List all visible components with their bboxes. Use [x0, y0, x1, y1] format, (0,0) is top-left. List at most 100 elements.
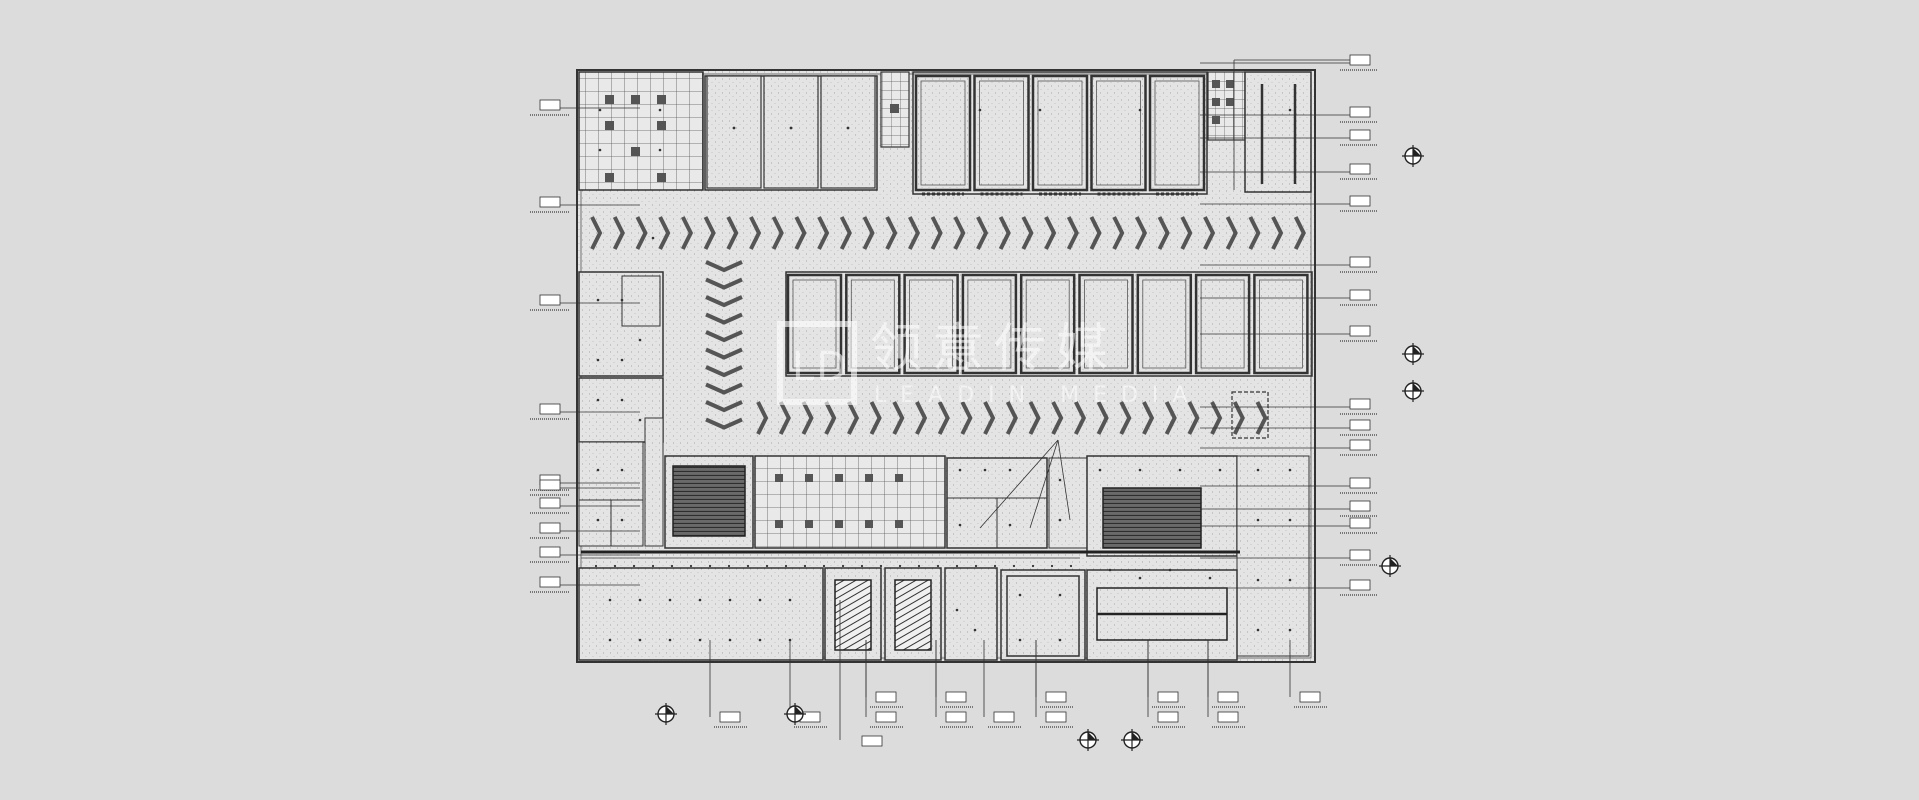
trough-light — [727, 564, 731, 568]
parking-bay — [1148, 74, 1206, 192]
chevron — [612, 216, 625, 250]
tag-box — [1349, 579, 1371, 591]
dark-tile — [657, 95, 666, 104]
ceiling-light — [978, 108, 982, 112]
ceiling-light — [958, 523, 962, 527]
tag-box — [539, 196, 561, 208]
tag-box — [1045, 691, 1067, 703]
parking-bay-inner — [1154, 80, 1200, 186]
light-trough — [581, 550, 1240, 559]
tag-box — [1349, 256, 1371, 268]
watermark: LD 领意传媒 LEADIN MEDIA — [777, 319, 1187, 408]
section-arrow — [1132, 732, 1140, 740]
dark-tile — [775, 520, 783, 528]
parking-bay-inner — [1084, 279, 1128, 369]
trough-light — [879, 564, 883, 568]
tag-box — [539, 522, 561, 534]
parking-bay-inner — [1037, 80, 1083, 186]
tag-box — [1349, 477, 1371, 489]
parking-bay-inner — [1142, 279, 1187, 369]
dark-tile — [890, 104, 899, 113]
dark-tile — [631, 95, 640, 104]
trough-light — [955, 564, 959, 568]
parking-bay-inner — [979, 80, 1024, 186]
panel-light — [732, 126, 736, 130]
ceiling-light — [638, 598, 642, 602]
chevron — [778, 401, 791, 435]
chevron — [885, 216, 898, 250]
ceiling-light — [598, 148, 602, 152]
ceiling-light — [973, 628, 977, 632]
chevron — [892, 401, 905, 435]
tag-box — [1045, 711, 1067, 723]
ceiling-light — [758, 598, 762, 602]
chevron — [1248, 216, 1261, 250]
chevron — [1066, 216, 1079, 250]
section-markers — [655, 145, 1424, 751]
trough-light — [822, 564, 826, 568]
tag-box — [1349, 325, 1371, 337]
parking-bay — [903, 273, 959, 375]
chevron — [705, 365, 743, 378]
chevron — [983, 401, 996, 435]
dark-tile — [605, 95, 614, 104]
chevron — [705, 295, 743, 308]
ceiling-light — [598, 108, 602, 112]
chevron — [705, 312, 743, 325]
ceiling-light — [1256, 628, 1260, 632]
tag-box — [1217, 691, 1239, 703]
chevron — [705, 330, 743, 343]
ceiling-light — [1018, 593, 1022, 597]
leader-line — [1057, 439, 1071, 521]
tag-box — [1349, 419, 1371, 431]
parking-bay-inner — [1200, 279, 1245, 369]
ceiling-light — [620, 298, 624, 302]
ceiling-light — [1256, 518, 1260, 522]
chevron — [705, 260, 743, 273]
tag-box — [1299, 691, 1321, 703]
section-arrow — [1088, 732, 1096, 740]
ceiling-light — [596, 398, 600, 402]
parking-bay-inner — [920, 80, 966, 186]
ceiling-light — [596, 518, 600, 522]
ceiling-light — [1218, 468, 1222, 472]
trough-lights — [594, 564, 1073, 568]
dark-tile — [895, 474, 903, 482]
ceiling-light — [955, 608, 959, 612]
tag-box — [1349, 129, 1371, 141]
ceiling-light — [1008, 468, 1012, 472]
ceiling-light — [608, 638, 612, 642]
tag-box — [1349, 439, 1371, 451]
direction-chevrons-middle — [756, 391, 1269, 439]
top-panel — [763, 75, 819, 189]
tag-box — [1349, 54, 1371, 66]
tag-box — [1157, 711, 1179, 723]
chevron — [771, 216, 784, 250]
tag-box — [539, 497, 561, 509]
ceiling-light — [698, 638, 702, 642]
annotation-tags — [530, 54, 1378, 747]
tag-box — [539, 479, 561, 491]
ceiling-light — [1018, 638, 1022, 642]
dark-tile — [631, 147, 640, 156]
chevron — [839, 216, 852, 250]
chevron — [756, 401, 769, 435]
ceiling-light — [620, 358, 624, 362]
ceiling-light — [1288, 518, 1292, 522]
chevron — [635, 216, 648, 250]
ceiling-light — [1178, 468, 1182, 472]
ceiling-light — [668, 598, 672, 602]
ceiling-light — [658, 108, 662, 112]
chevron — [937, 401, 950, 435]
dark-tile — [657, 173, 666, 182]
section-arrow — [1413, 148, 1421, 156]
chevron — [862, 216, 875, 250]
parking-bay — [1194, 273, 1251, 375]
trough-light — [1012, 564, 1016, 568]
dark-tile — [605, 173, 614, 182]
chevron — [847, 401, 860, 435]
trough-light — [784, 564, 788, 568]
dark-tile — [1226, 80, 1234, 88]
ceiling-light — [1288, 628, 1292, 632]
direction-chevrons-vertical — [705, 260, 743, 430]
